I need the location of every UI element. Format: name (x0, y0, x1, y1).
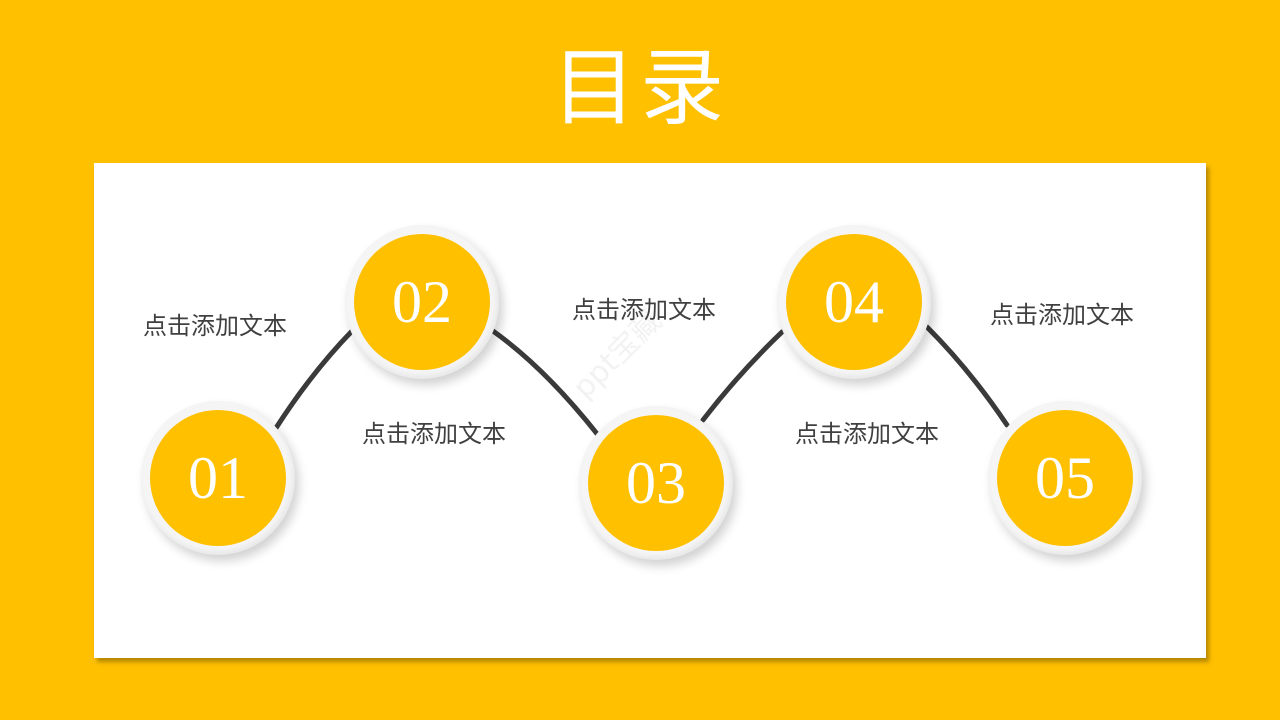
item-number: 04 (824, 269, 884, 335)
item-02-circle[interactable]: 02 (345, 225, 499, 379)
item-number: 03 (626, 450, 686, 516)
item-01-circle[interactable]: 01 (141, 401, 295, 555)
item-number: 01 (188, 445, 248, 511)
item-number: 05 (1035, 445, 1095, 511)
item-01-label[interactable]: 点击添加文本 (143, 312, 287, 340)
item-04-label[interactable]: 点击添加文本 (795, 420, 939, 448)
item-number: 02 (392, 269, 452, 335)
item-05-label[interactable]: 点击添加文本 (990, 301, 1134, 329)
item-05-circle[interactable]: 05 (988, 401, 1142, 555)
item-03-circle[interactable]: 03 (579, 406, 733, 560)
item-04-circle[interactable]: 04 (777, 225, 931, 379)
item-03-label[interactable]: 点击添加文本 (572, 296, 716, 324)
slide-title: 目录 (551, 39, 728, 137)
item-02-label[interactable]: 点击添加文本 (362, 420, 506, 448)
